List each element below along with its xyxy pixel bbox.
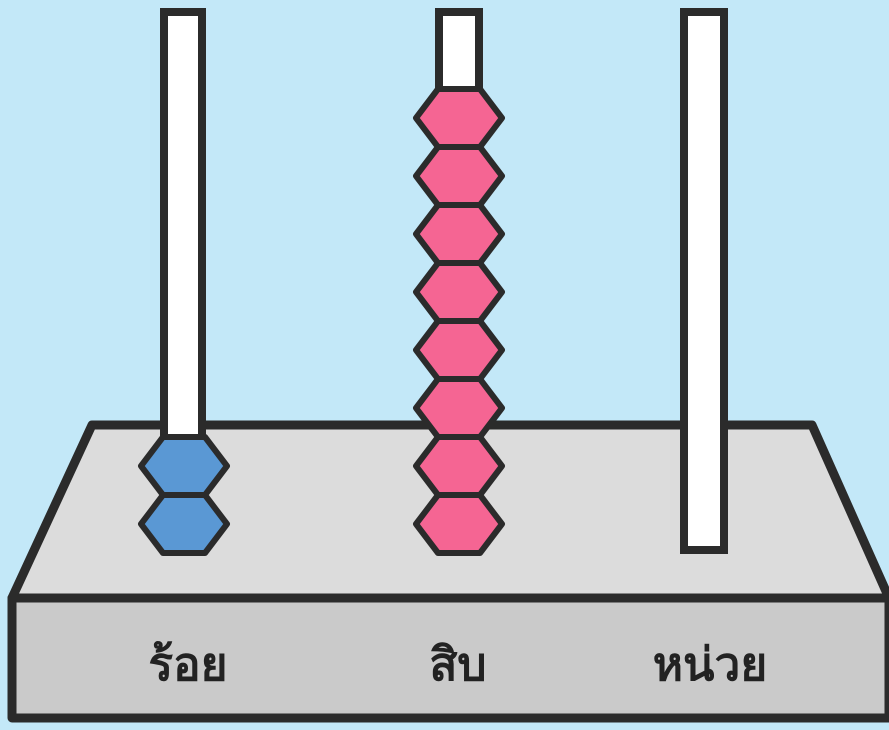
bead-tens <box>413 318 505 382</box>
rod-ones <box>680 8 728 554</box>
bead-tens <box>413 492 505 556</box>
bead-tens <box>413 144 505 208</box>
bead-tens <box>413 86 505 150</box>
rod-group-ones <box>680 8 728 554</box>
bead-stack-hundreds <box>138 434 230 556</box>
bead-tens <box>413 260 505 324</box>
bead-tens <box>413 376 505 440</box>
label-ones: หน่วย <box>653 637 768 691</box>
base-front-face <box>7 593 889 723</box>
rod-group-tens <box>413 8 505 556</box>
bead-hundreds <box>138 434 230 498</box>
bead-tens <box>413 434 505 498</box>
bead-tens <box>413 202 505 266</box>
rod-group-hundreds <box>138 8 230 556</box>
label-tens: สิบ <box>429 637 486 691</box>
label-hundreds: ร้อย <box>148 637 227 691</box>
bead-hundreds <box>138 492 230 556</box>
bead-stack-tens <box>413 86 505 556</box>
